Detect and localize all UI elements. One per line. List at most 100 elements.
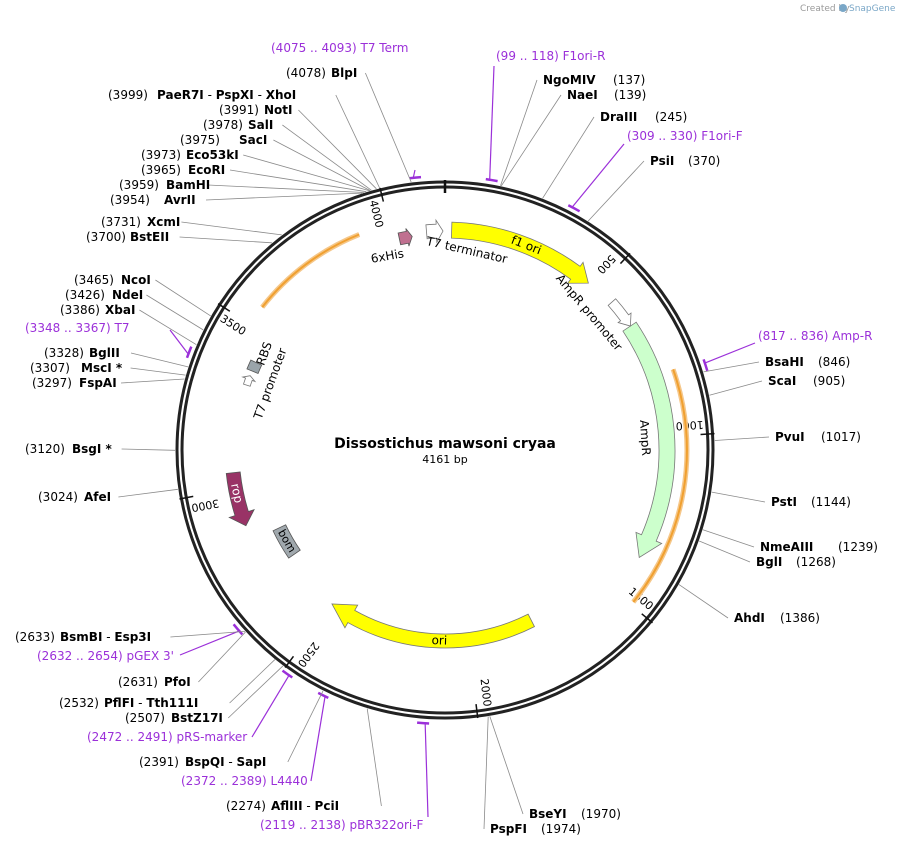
- enzyme-name: AvrII: [164, 193, 196, 207]
- primer-leader: [412, 169, 416, 178]
- ampr-promoter-feature: [607, 298, 632, 327]
- primer-bar: [485, 177, 498, 183]
- orf-arcs: [260, 232, 690, 604]
- site-name: NgoMIV: [543, 73, 596, 87]
- enzyme-name: BsmBI: [60, 630, 102, 644]
- site-naei: (139)NaeI: [500, 88, 646, 187]
- enzyme-name: XcmI: [147, 215, 180, 229]
- site-name: SalI: [248, 118, 273, 132]
- site-leader: [181, 221, 282, 236]
- site-name: AhdI: [734, 611, 765, 625]
- enzyme-name: NcoI: [121, 273, 151, 287]
- primer-t7: (3348 .. 3367) T7: [25, 321, 193, 359]
- site-leader: [500, 94, 562, 187]
- enzyme-name: NgoMIV: [543, 73, 596, 87]
- site-leader: [227, 665, 284, 719]
- site-name: PspFI: [490, 822, 527, 836]
- primer-prs-marker: (2472 .. 2491) pRS-marker: [87, 669, 293, 744]
- site-name: BseYI: [529, 807, 567, 821]
- tick-label: 1000: [675, 418, 704, 433]
- site-coord: (1974): [541, 822, 581, 836]
- enzyme-name: BsgI *: [72, 442, 113, 456]
- site-name: SacI: [239, 133, 267, 147]
- enzyme-name: PaeR7I: [157, 88, 204, 102]
- enzyme-name: NotI: [264, 103, 293, 117]
- site-name: EcoRI: [188, 163, 225, 177]
- site-coord: (2274): [226, 799, 266, 813]
- site-name: AfeI: [84, 490, 111, 504]
- enzyme-name: ScaI: [768, 374, 796, 388]
- enzyme-name: BlpI: [331, 66, 357, 80]
- site-leader: [483, 716, 489, 830]
- site-name: AvrII: [164, 193, 196, 207]
- primer-f1ori-f: (309 .. 330) F1ori-F: [567, 129, 743, 213]
- site-leader: [542, 116, 595, 199]
- site-coord: (2532): [59, 696, 99, 710]
- site-coord: (2631): [118, 675, 158, 689]
- site-nmeaiii: (1239)NmeAIII: [702, 529, 878, 554]
- site-paer7i: (3999)PaeR7I - PspXI - XhoI: [108, 88, 380, 189]
- primer-label: (309 .. 330) F1ori-F: [627, 129, 743, 143]
- site-name: PvuI: [775, 430, 805, 444]
- primer-bar: [409, 175, 422, 180]
- primer-name: pRS-marker: [177, 730, 248, 744]
- site-fspai: (3297) FspAI: [32, 376, 185, 390]
- primer-leader: [169, 329, 189, 355]
- site-ncoi: (3465)NcoI: [74, 273, 211, 317]
- site-scai: (905) ScaI: [709, 374, 845, 396]
- site-name: BsmBI - Esp3I: [60, 630, 151, 644]
- primer-name: F1ori-R: [563, 49, 606, 63]
- site-coord: (3297): [32, 376, 72, 390]
- site-noti: (3991)NotI: [219, 103, 377, 190]
- enzyme-name: FspAI: [79, 376, 117, 390]
- site-coord: (3973): [141, 148, 181, 162]
- enzyme-separator: -: [102, 630, 114, 644]
- site-bseyi: (1970)BseYI: [489, 716, 621, 821]
- primer-f1ori-r: (99 .. 118) F1ori-R: [485, 49, 606, 183]
- site-leader: [130, 367, 186, 376]
- site-leader: [365, 72, 412, 183]
- site-leader: [229, 169, 367, 193]
- enzyme-name: AflIII: [271, 799, 303, 813]
- site-leader: [699, 540, 751, 563]
- site-name: NotI: [264, 103, 293, 117]
- site-name: BspQI - SapI: [185, 755, 266, 769]
- enzyme-name: AhdI: [734, 611, 765, 625]
- bom-feature: [272, 524, 301, 559]
- site-leader: [243, 154, 370, 192]
- site-coord: (2391): [139, 755, 179, 769]
- primer-bar: [567, 204, 581, 213]
- primer-pbr322ori-f: (2119 .. 2138) pBR322ori-F: [260, 721, 430, 832]
- site-leader: [703, 361, 760, 373]
- tick-3000: [179, 495, 194, 500]
- site-name: PsiI: [650, 154, 674, 168]
- site-leader: [702, 529, 755, 548]
- orf-insert-halo: [260, 232, 361, 309]
- site-ecori: (3965) EcoRI: [141, 163, 367, 193]
- primer-leader: [704, 342, 756, 364]
- site-afei: (3024)AfeI: [38, 488, 178, 504]
- enzyme-name-2: Tth111I: [146, 696, 198, 710]
- site-bsmbi: (2633)BsmBI - Esp3I: [15, 630, 246, 644]
- enzyme-separator: -: [225, 755, 237, 769]
- enzyme-name: BstEII: [130, 230, 169, 244]
- site-blpi: (4078)BlpI: [286, 66, 412, 183]
- site-eco53ki: (3973) Eco53kI: [141, 148, 370, 192]
- primer-range: (2119 .. 2138): [260, 818, 350, 832]
- site-name: BlpI: [331, 66, 357, 80]
- site-leader: [287, 690, 324, 763]
- site-coord: (1239): [838, 540, 878, 554]
- site-name: PflFI - Tth111I: [104, 696, 198, 710]
- site-name: MscI *: [81, 361, 123, 375]
- site-pflfi: (2532) PflFI - Tth111I: [59, 659, 276, 710]
- primer-leader: [310, 696, 326, 782]
- primer-range: (99 .. 118): [496, 49, 563, 63]
- site-coord: (905): [813, 374, 845, 388]
- enzyme-name: BseYI: [529, 807, 567, 821]
- primer-bar: [317, 691, 329, 700]
- site-bstz17i: (2507)BstZ17I: [125, 665, 284, 725]
- enzyme-name: Eco53kI: [186, 148, 239, 162]
- enzyme-name: PvuI: [775, 430, 805, 444]
- ampr-feature: [622, 321, 676, 559]
- site-coord: (3965): [141, 163, 181, 177]
